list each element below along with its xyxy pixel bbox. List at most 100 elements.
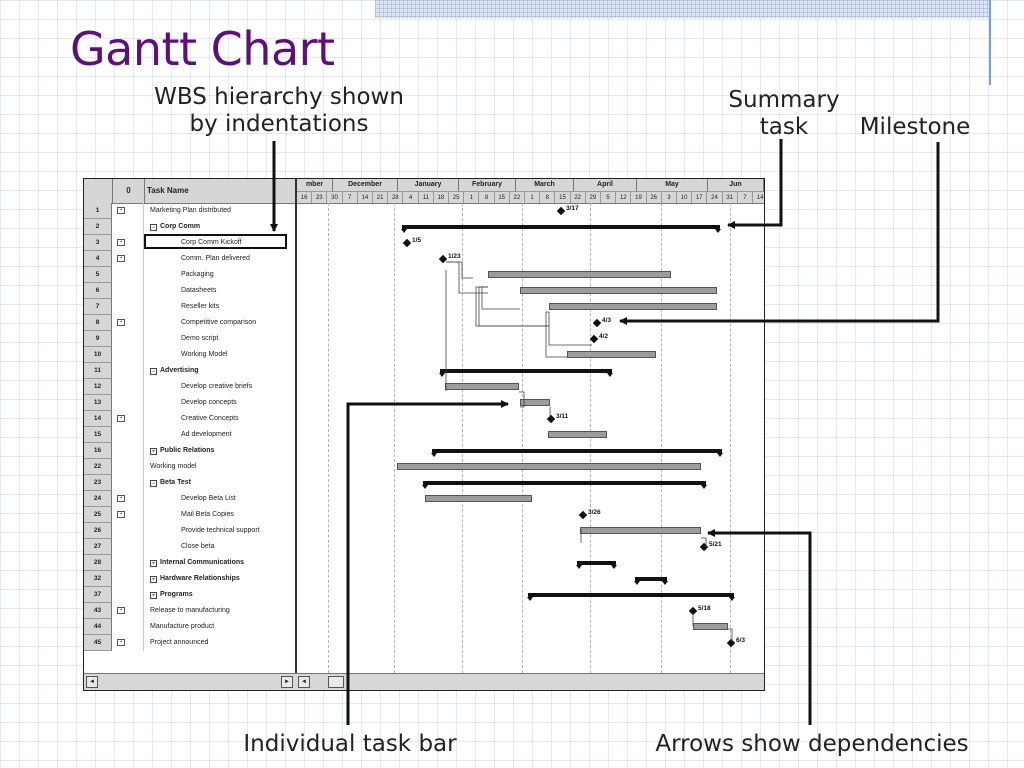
table-row[interactable]: 24 ▪ Develop Beta List [84,491,295,507]
row-id[interactable]: 26 [84,523,112,539]
task-name-cell[interactable]: Provide technical support [181,523,260,539]
task-name-cell[interactable]: Marketing Plan distributed [150,203,231,219]
task-name-cell[interactable]: Comm. Plan delivered [181,251,250,267]
table-row[interactable]: 11 −Advertising [84,363,295,379]
milestone-diamond[interactable] [546,414,556,424]
table-row[interactable]: 3 ▪ Corp Comm Kickoff [84,235,295,251]
table-row[interactable]: 8▪Competitive comparison [84,315,295,331]
note-indicator-icon[interactable]: ▪ [117,207,125,214]
horizontal-scrollbar[interactable]: ◄ ► ◄ [84,673,764,690]
note-indicator-icon[interactable]: ▪ [117,239,125,246]
row-id[interactable]: 22 [84,459,112,475]
task-name-cell[interactable]: −Advertising [150,363,199,379]
collapse-icon[interactable]: − [150,368,157,375]
table-row[interactable]: 43▪Release to manufacturing [84,603,295,619]
row-id[interactable]: 13 [84,395,112,411]
row-id[interactable]: 32 [84,571,112,587]
row-id[interactable]: 27 [84,539,112,555]
task-bar[interactable] [580,527,701,534]
collapse-icon[interactable]: − [150,224,157,231]
milestone-diamond[interactable] [726,638,736,648]
task-name-cell[interactable]: Packaging [181,267,214,283]
row-id[interactable]: 12 [84,379,112,395]
expand-icon[interactable]: + [150,448,157,455]
row-id[interactable]: 23 [84,475,112,491]
summary-task-bar[interactable] [422,481,707,489]
summary-task-bar[interactable] [439,369,613,377]
milestone-diamond[interactable] [578,510,588,520]
row-id[interactable]: 6 [84,283,112,299]
scroll-right-icon[interactable]: ► [281,676,293,688]
row-id[interactable]: 25 [84,507,112,523]
task-bar[interactable] [520,287,717,294]
milestone-diamond[interactable] [699,542,709,552]
task-bar[interactable] [445,383,519,390]
milestone-diamond[interactable] [589,334,599,344]
table-row[interactable]: 14 ▪ Creative Concepts [84,411,295,427]
milestone-diamond[interactable] [556,206,566,216]
row-id[interactable]: 28 [84,555,112,571]
task-name-cell[interactable]: Close beta [181,539,214,555]
note-indicator-icon[interactable]: ▪ [117,319,125,326]
task-name-cell[interactable]: −Beta Test [150,475,191,491]
note-indicator-icon[interactable]: ▪ [117,415,125,422]
row-id[interactable]: 43 [84,603,112,619]
row-id[interactable]: 1 [84,203,112,219]
table-row[interactable]: 16+Public Relations [84,443,295,459]
table-row[interactable]: 45▪Project announced [84,635,295,651]
row-id[interactable]: 15 [84,427,112,443]
summary-task-bar[interactable] [401,225,721,233]
task-name-cell[interactable]: Develop creative briefs [181,379,252,395]
table-row[interactable]: 5 Packaging [84,267,295,283]
task-bar[interactable] [549,303,717,310]
scroll-left-icon[interactable]: ◄ [86,676,98,688]
table-row[interactable]: 2−Corp Comm [84,219,295,235]
row-id[interactable]: 45 [84,635,112,651]
table-row[interactable]: 12 Develop creative briefs [84,379,295,395]
chart-scroll-left-icon[interactable]: ◄ [298,676,310,688]
task-name-cell[interactable]: Ad development [181,427,232,443]
task-name-cell[interactable]: Mail Beta Copies [181,507,234,523]
row-id[interactable]: 44 [84,619,112,635]
row-id[interactable]: 37 [84,587,112,603]
task-name-cell[interactable]: Manufacture product [150,619,214,635]
task-name-cell[interactable]: Reseller kits [181,299,219,315]
note-indicator-icon[interactable]: ▪ [117,607,125,614]
note-indicator-icon[interactable]: ▪ [117,495,125,502]
milestone-diamond[interactable] [438,254,448,264]
task-name-cell[interactable]: +Public Relations [150,443,214,459]
row-id[interactable]: 3 [84,235,112,251]
table-row[interactable]: 10 Working Model [84,347,295,363]
task-name-cell[interactable]: Competitive comparison [181,315,256,331]
row-id[interactable]: 5 [84,267,112,283]
row-id[interactable]: 2 [84,219,112,235]
task-name-cell[interactable]: Creative Concepts [181,411,239,427]
table-row[interactable]: 44 Manufacture product [84,619,295,635]
milestone-diamond[interactable] [592,318,602,328]
summary-task-bar[interactable] [634,577,668,585]
row-id[interactable]: 24 [84,491,112,507]
task-name-cell[interactable]: +Internal Communications [150,555,244,571]
task-name-cell[interactable]: Develop Beta List [181,491,236,507]
note-indicator-icon[interactable]: ▪ [117,511,125,518]
header-indicator[interactable]: 0 [113,179,145,203]
chart-scroll-thumb[interactable] [328,676,344,688]
task-bar[interactable] [548,431,607,438]
row-id[interactable]: 10 [84,347,112,363]
task-bar[interactable] [520,399,550,406]
table-row[interactable]: 1 ▪ Marketing Plan distributed [84,203,295,219]
row-id[interactable]: 4 [84,251,112,267]
row-id[interactable]: 11 [84,363,112,379]
table-row[interactable]: 26 Provide technical support [84,523,295,539]
expand-icon[interactable]: + [150,592,157,599]
task-name-cell[interactable]: Demo script [181,331,218,347]
table-row[interactable]: 15 Ad development [84,427,295,443]
task-name-cell[interactable]: Corp Comm Kickoff [181,235,242,251]
row-id[interactable]: 14 [84,411,112,427]
collapse-icon[interactable]: − [150,480,157,487]
task-name-cell[interactable]: Working Model [181,347,228,363]
